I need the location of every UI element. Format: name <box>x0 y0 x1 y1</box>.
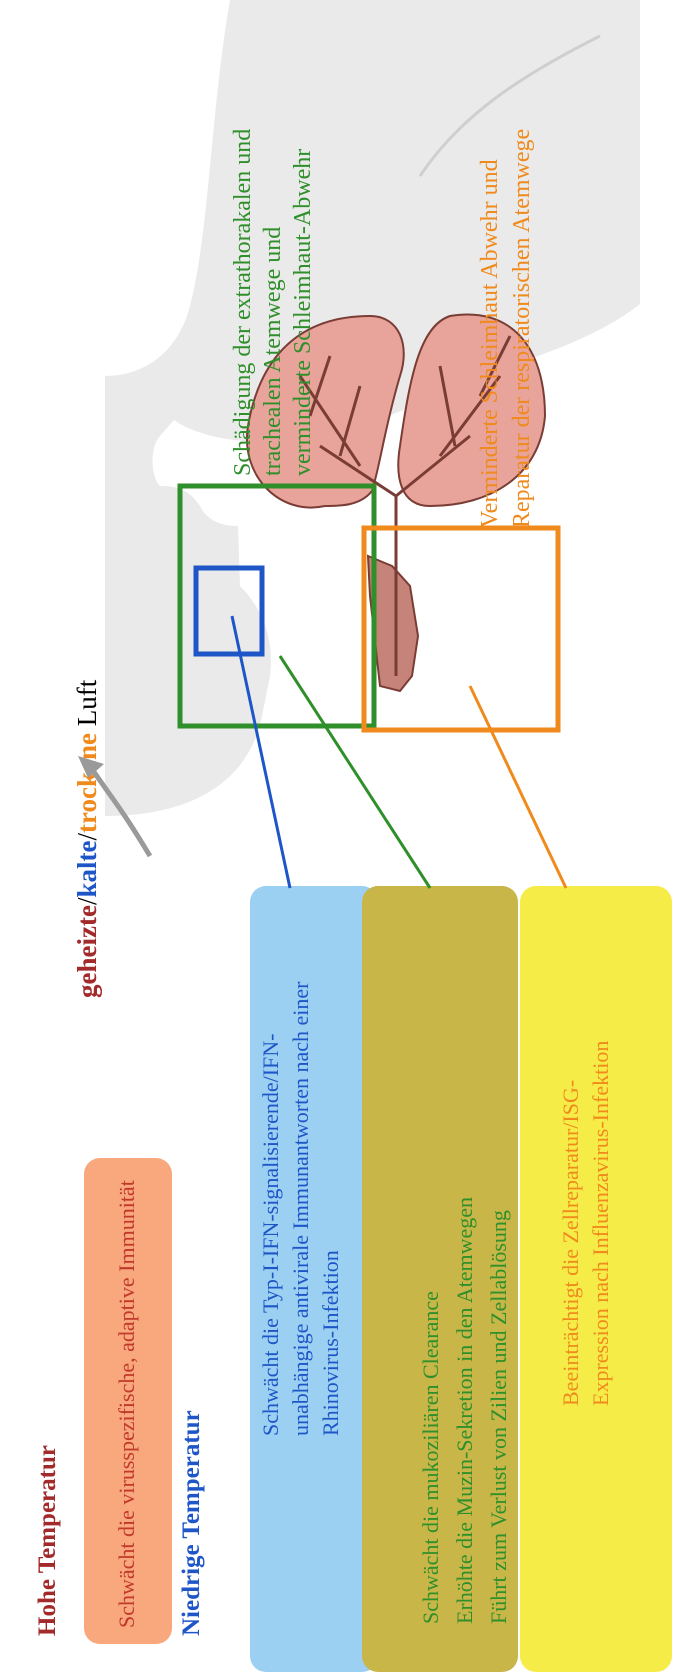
green-callout-line-1: Schädigung der extrathorakalen und <box>228 129 258 476</box>
green-connector-line <box>280 656 430 888</box>
orange-callout-line-1: Verminderte Schleimhaut Abwehr und <box>474 129 506 528</box>
green-callout: Schädigung der extrathorakalen und trach… <box>228 129 318 476</box>
green-callout-line-2: trachealen Atemwege und <box>258 129 288 476</box>
orange-callout-line-2: Reparatur der respiratorischen Atemwege <box>506 129 538 528</box>
orange-callout: Verminderte Schleimhaut Abwehr und Repar… <box>474 129 538 528</box>
orange-connector-line <box>470 686 566 888</box>
green-callout-line-3: verminderte Schleimhaut-Abwehr <box>288 129 318 476</box>
